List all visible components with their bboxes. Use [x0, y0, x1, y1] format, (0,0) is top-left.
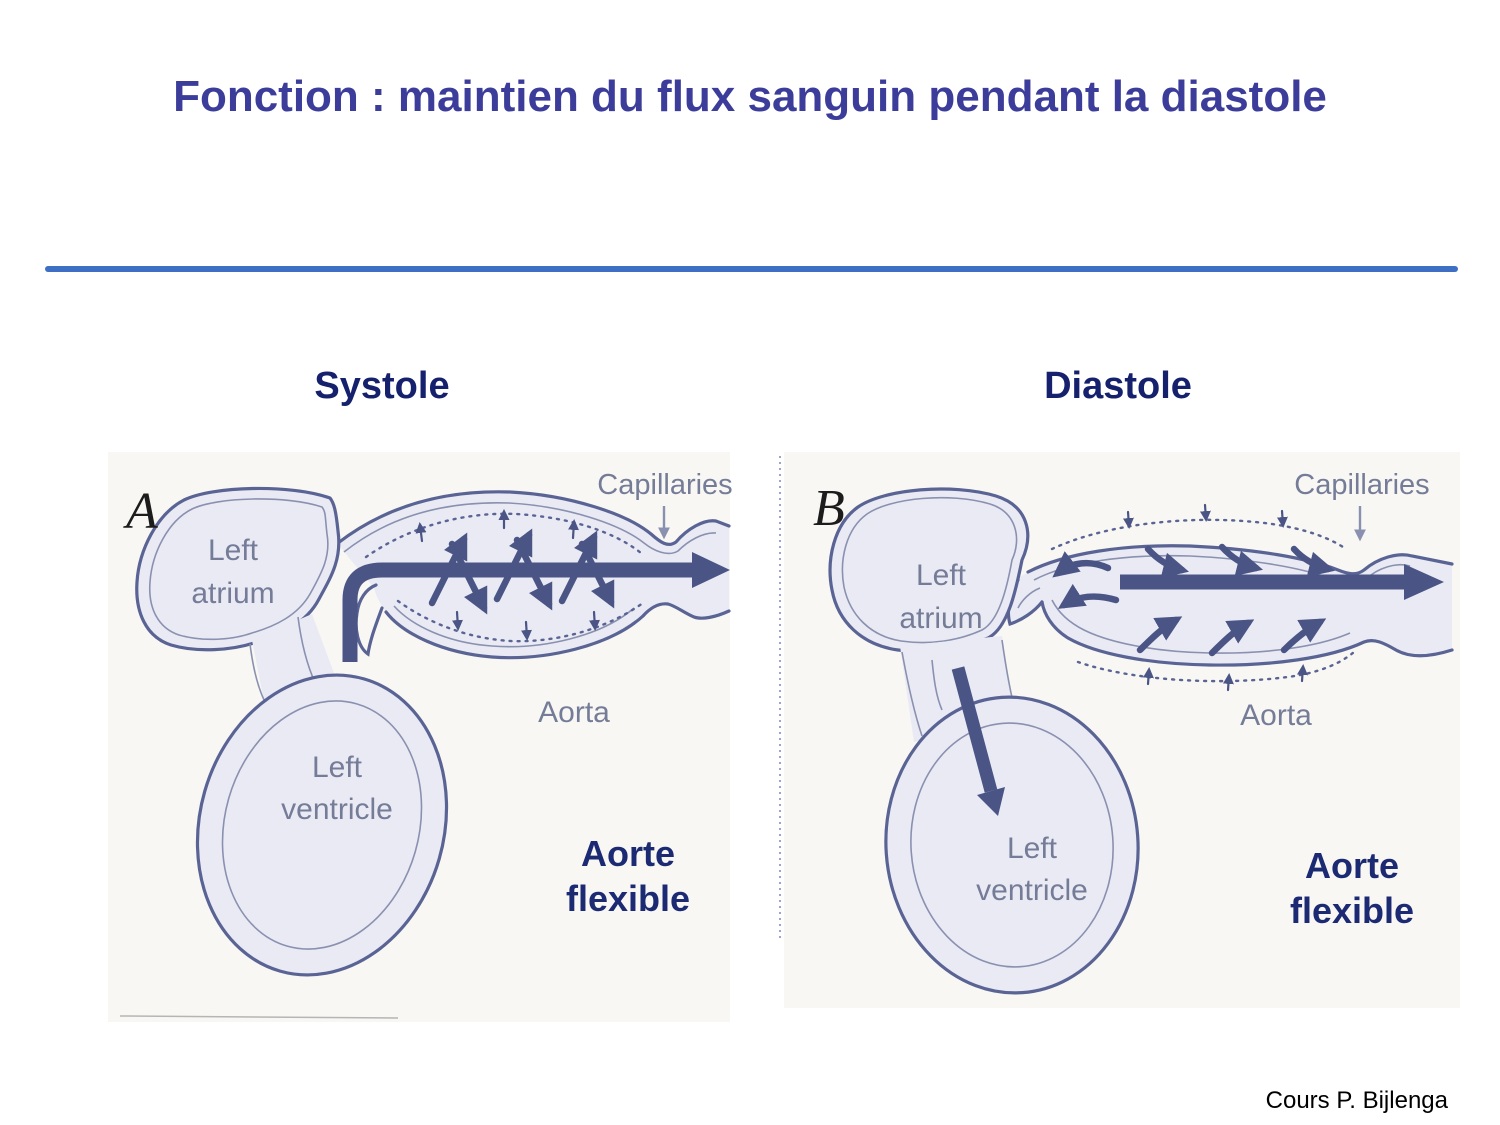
left-ventricle-inner-wall — [910, 722, 1114, 968]
systole-panel: A Left atrium Left ventricle Aorta Capil… — [108, 452, 733, 1022]
left-atrium-outline — [135, 486, 341, 652]
wall-tick-arrow — [1276, 509, 1288, 529]
capillaries-label: Capillaries — [597, 469, 732, 501]
aorte-flexible-annotation: Aorte — [1305, 845, 1399, 886]
recoil-arrow-top — [1144, 545, 1190, 579]
aorte-flexible-annotation: flexible — [1290, 890, 1414, 931]
left-ventricle-outline — [884, 695, 1140, 995]
course-credit: Cours P. Bijlenga — [1265, 1087, 1448, 1114]
recoil-dotted-top — [1050, 518, 1348, 551]
aorte-flexible-annotation: Aorte — [581, 833, 675, 874]
panel-letter: A — [123, 483, 158, 540]
expansion-arrow-up — [428, 532, 468, 607]
wall-tick-arrow — [1296, 663, 1308, 683]
aorta-wall-top — [336, 490, 731, 547]
left-atrium-label: atrium — [191, 577, 274, 610]
scan-edge-line — [119, 1015, 399, 1019]
aorta-wall-bottom-inner — [1051, 599, 1351, 654]
aorta-label: Aorta — [538, 696, 610, 729]
wall-stretch-dotted-top — [364, 512, 643, 559]
expansion-arrow-down — [578, 540, 615, 609]
funnel-inner-fold — [931, 659, 943, 711]
aorta-wall-top-inner — [343, 502, 717, 555]
left-ventricle-label: ventricle — [281, 793, 393, 826]
left-atrium-label: atrium — [899, 602, 982, 635]
aortic-valve-flap — [1017, 587, 1041, 609]
aorta-wall-bottom — [1040, 600, 1454, 667]
expansion-arrow-down — [513, 536, 553, 611]
funnel-wall-left — [901, 651, 923, 737]
wall-tick-arrow — [452, 610, 463, 632]
diastole-panel: B Left atrium Left ventricle Aorta Capil… — [784, 452, 1460, 1008]
left-atrium-inner-wall — [841, 496, 1018, 644]
left-ventricle-label: ventricle — [976, 874, 1088, 907]
aorta-label: Aorta — [1240, 699, 1312, 732]
panel-letter: B — [813, 480, 845, 537]
recoil-arrow-top — [1290, 545, 1336, 578]
wall-tick-arrow — [568, 518, 579, 540]
recoil-arrow-bottom — [1208, 619, 1255, 657]
systole-heading: Systole — [314, 365, 450, 407]
recoil-arrow-top — [1218, 543, 1264, 577]
aorta-wall-bottom — [384, 602, 731, 660]
wall-tick-arrow — [589, 610, 600, 632]
ventricular-filling-arrowhead — [977, 787, 1005, 816]
left-atrium-inner-wall — [148, 498, 329, 641]
expansion-arrow-up — [558, 530, 598, 605]
slide-title: Fonction : maintien du flux sanguin pend… — [173, 72, 1327, 121]
expansion-arrow-up — [493, 528, 533, 603]
diastolic-flow-arrowhead — [1404, 564, 1444, 600]
wall-tick-arrow — [1122, 510, 1134, 530]
ventricular-filling-arrow — [951, 666, 998, 793]
ejection-flow-arrowhead — [692, 552, 730, 588]
left-ventricle-label: Left — [312, 751, 363, 784]
wall-tick-arrow — [521, 620, 532, 642]
valve-backflow-arrow — [1057, 583, 1120, 609]
wall-tick-arrow — [1142, 666, 1154, 686]
capillaries-label: Capillaries — [1294, 469, 1429, 501]
ejection-flow-arrow — [342, 562, 692, 662]
aortic-valve-leaflet — [354, 583, 384, 657]
wall-tick-arrow — [1222, 672, 1234, 692]
left-ventricle-label: Left — [1007, 832, 1058, 865]
wall-tick-arrow — [1199, 503, 1211, 523]
recoil-dotted-bottom — [1076, 650, 1356, 683]
diastole-heading: Diastole — [1044, 365, 1192, 407]
left-ventricle-outline — [195, 673, 449, 977]
aorta-wall-bottom-inner — [393, 605, 635, 648]
wall-tick-arrow — [415, 521, 427, 543]
recoil-arrow-bottom — [1136, 616, 1183, 654]
heart-aorta-figure: A Left atrium Left ventricle Aorta Capil… — [108, 452, 1460, 1022]
left-atrium-label: Left — [916, 559, 967, 592]
recoil-arrow-bottom — [1280, 618, 1327, 654]
expansion-arrow-down — [448, 540, 488, 615]
left-atrium-label: Left — [208, 534, 259, 567]
left-ventricle-inner-wall — [221, 700, 423, 950]
aorte-flexible-annotation: flexible — [566, 878, 690, 919]
title-underline-rule — [45, 266, 1458, 272]
valve-backflow-arrow — [1052, 551, 1112, 578]
